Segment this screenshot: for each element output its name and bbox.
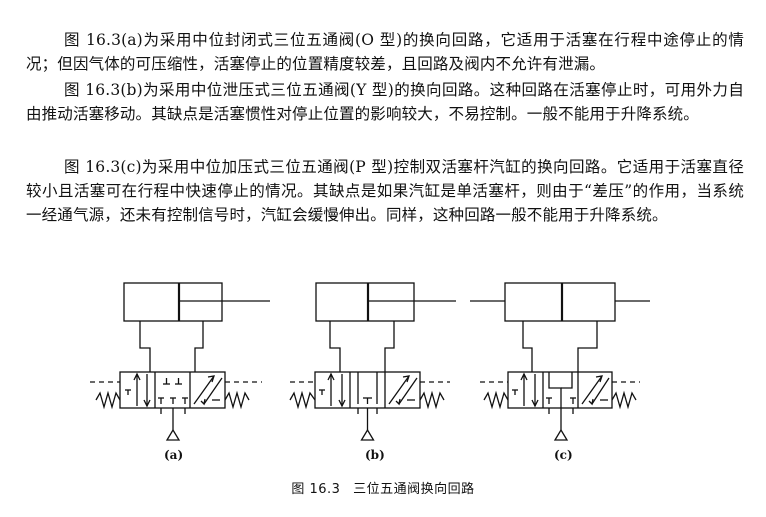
paragraph-3: 图 16.3(c)为采用中位加压式三位五通阀(P 型)控制双活塞杆汽缸的换向回路… — [26, 158, 744, 225]
sublabel-a: (a) — [164, 448, 184, 462]
paragraph-1: 图 16.3(a)为采用中位封闭式三位五通阀(O 型)的换向回路，它适用于活塞在… — [26, 31, 744, 74]
circuit-figure — [90, 282, 650, 441]
cylinder-b — [315, 282, 415, 322]
cylinder-c — [504, 282, 616, 322]
figure-caption: 图 16.3 三位五通阀换向回路 — [0, 478, 766, 497]
caption-title: 三位五通阀换向回路 — [353, 482, 475, 497]
caption-number: 图 16.3 — [291, 482, 341, 497]
valve-c — [507, 371, 613, 409]
cylinder-a — [123, 282, 223, 322]
circuit-a — [90, 282, 270, 441]
sublabel-c: (c) — [554, 448, 573, 462]
circuit-c — [470, 282, 650, 441]
sublabel-b: (b) — [365, 448, 385, 462]
paragraph-2: 图 16.3(b)为采用中位泄压式三位五通阀(Y 型)的换向回路。这种回路在活塞… — [26, 81, 744, 124]
circuit-b — [289, 282, 456, 441]
